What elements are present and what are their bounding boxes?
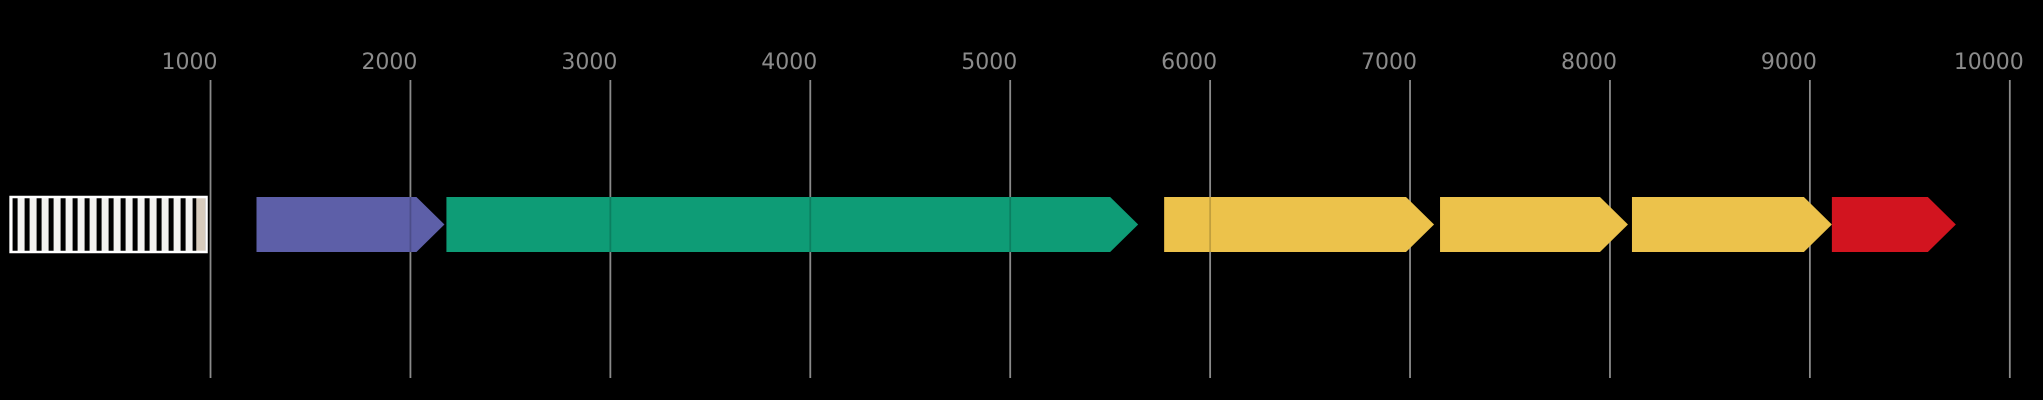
gene-red bbox=[1831, 197, 1956, 252]
axis-tick-labels: 1000 2000 3000 4000 5000 6000 7000 8000 9000 1000… bbox=[162, 50, 2024, 75]
axis-tick-label: 6000 bbox=[1161, 50, 1217, 75]
gene-purple bbox=[256, 197, 445, 252]
axis-tick-label: 9000 bbox=[1761, 50, 1817, 75]
gene-yellow-2 bbox=[1440, 197, 1628, 252]
gene-yellow-3 bbox=[1631, 197, 1832, 252]
axis-tick-label: 8000 bbox=[1561, 50, 1617, 75]
axis-tick-label: 3000 bbox=[561, 50, 617, 75]
axis-tick-label: 7000 bbox=[1361, 50, 1417, 75]
gene-green bbox=[446, 197, 1139, 252]
features bbox=[9, 195, 1956, 254]
axis-tick-label: 2000 bbox=[361, 50, 417, 75]
gene-yellow-1 bbox=[1164, 197, 1435, 252]
axis-tick-label: 4000 bbox=[761, 50, 817, 75]
axis-tick-label: 10000 bbox=[1954, 50, 2024, 75]
hatched-box-end-cap bbox=[196, 197, 206, 252]
hatched-box-border bbox=[9, 195, 208, 254]
hatched-segment bbox=[9, 195, 208, 254]
hatched-box-stripes bbox=[10, 197, 207, 252]
gridline-showthrough bbox=[409, 197, 1212, 252]
axis-tick-label: 1000 bbox=[162, 50, 218, 75]
axis-tick-label: 5000 bbox=[961, 50, 1017, 75]
